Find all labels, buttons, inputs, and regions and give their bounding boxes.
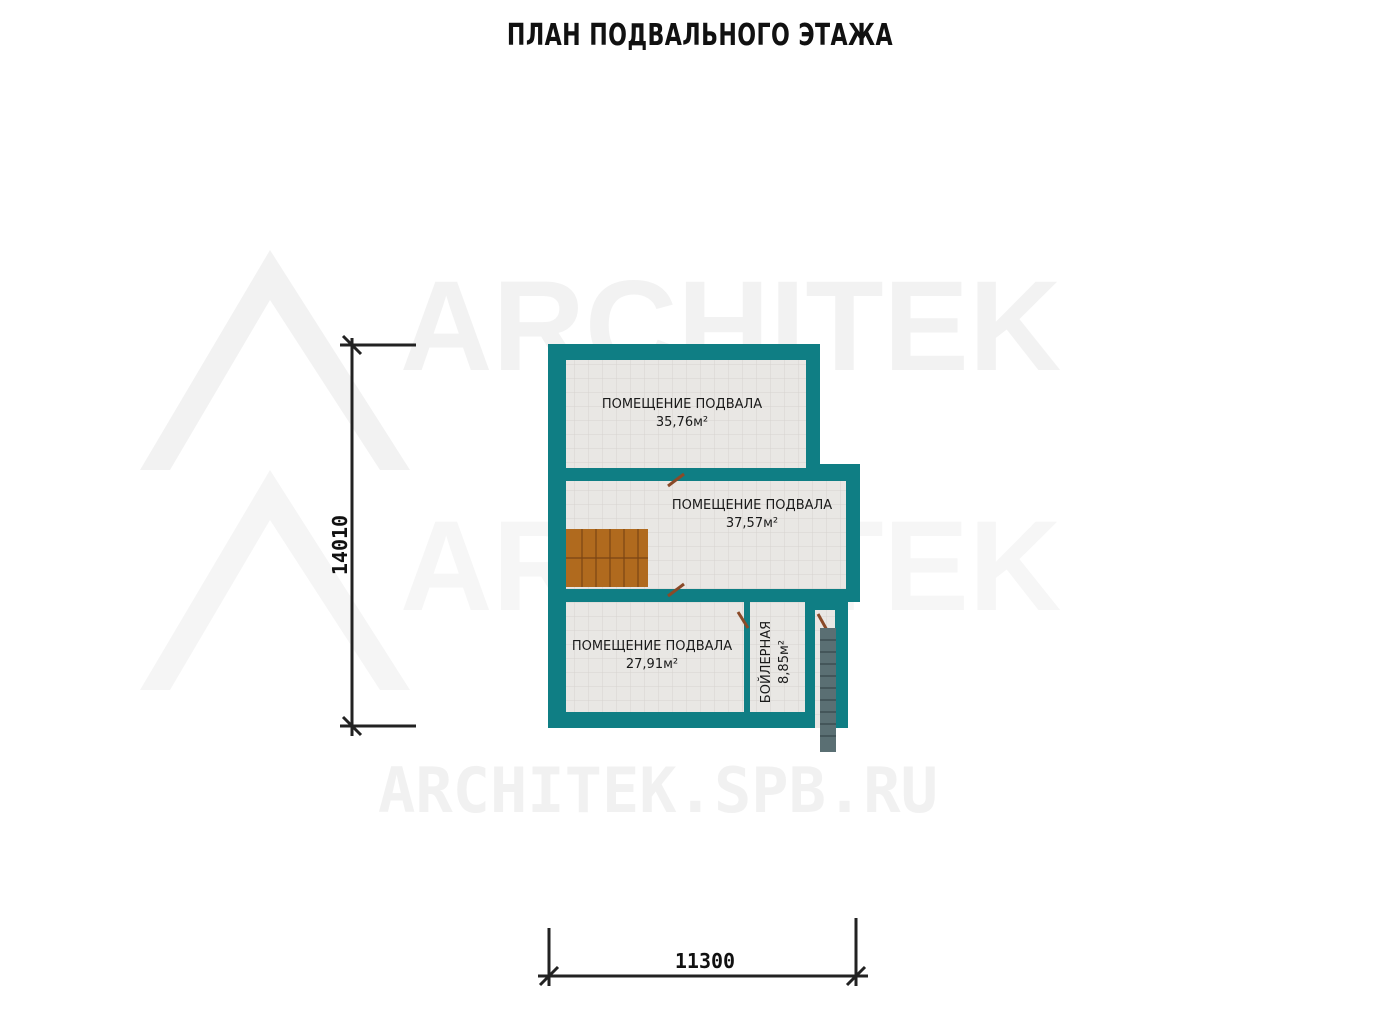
room-boiler	[750, 602, 805, 712]
entry-stair	[820, 628, 836, 752]
plan-title: ПЛАН ПОДВАЛЬНОГО ЭТАЖА	[506, 18, 894, 53]
width-label: 11300	[675, 949, 735, 973]
height-label: 14010	[328, 515, 352, 575]
partition-boiler	[744, 602, 750, 714]
partition-entry	[805, 602, 815, 714]
watermark-url: ARCHITEK.SPB.RU	[378, 754, 938, 827]
room-2-name: ПОМЕЩЕНИЕ ПОДВАЛА	[672, 498, 832, 513]
partition-top-left	[566, 468, 666, 478]
door-3	[736, 611, 750, 629]
door-2	[667, 582, 685, 598]
room-2-area: 37,57м²	[726, 516, 778, 531]
room-1-area: 35,76м²	[656, 415, 708, 430]
room-4-name: БОЙЛЕРНАЯ	[758, 621, 774, 703]
height-dimension	[340, 334, 416, 737]
room-3-name: ПОМЕЩЕНИЕ ПОДВАЛА	[572, 639, 732, 654]
room-basement-1	[566, 360, 806, 468]
door-1	[667, 472, 685, 488]
width-dimension	[538, 918, 868, 987]
partition-mid-left	[566, 589, 666, 599]
partition-top-right	[688, 468, 808, 478]
room-4-area: 8,85м²	[777, 640, 792, 684]
room-3-area: 27,91м²	[626, 657, 678, 672]
room-1-name: ПОМЕЩЕНИЕ ПОДВАЛА	[602, 397, 762, 412]
partition-mid-right	[688, 589, 846, 599]
watermark-logo	[140, 250, 410, 470]
room-basement-3	[566, 602, 744, 712]
staircase	[566, 529, 648, 587]
